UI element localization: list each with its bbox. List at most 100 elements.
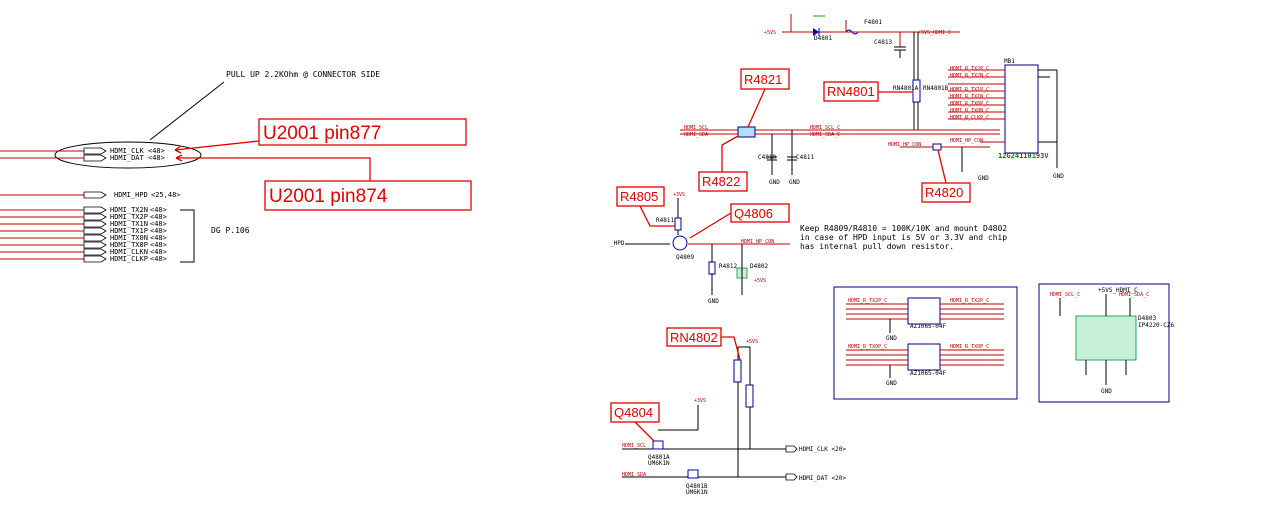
left-wires xyxy=(0,150,84,260)
chip-net-labels: HDMI_R_TX2P_C HDMI_R_TX2N_C HDMI_R_TX1P_… xyxy=(950,66,989,144)
esd-tmds-lines xyxy=(846,303,1004,366)
svg-text:HDMI_HP_CON: HDMI_HP_CON xyxy=(741,239,774,245)
u4800b-transistor xyxy=(687,469,699,479)
callout-r4820: R4820 xyxy=(925,185,963,200)
left-port-flags xyxy=(83,147,107,263)
port-label: HDMI_TX1N xyxy=(110,220,148,228)
svg-text:HDMI_R_TX1N_C: HDMI_R_TX1N_C xyxy=(950,94,989,100)
port-ref: <48> xyxy=(150,241,167,249)
esd-hdmi-scl-label: HDMI_SCL_C xyxy=(1050,292,1080,298)
svg-text:HDMI_SCL: HDMI_SCL xyxy=(622,443,646,449)
svg-text:F4801: F4801 xyxy=(864,19,882,26)
az-label-2: AZ1065-04F xyxy=(910,370,947,377)
port-ref: <48> xyxy=(150,206,167,214)
svg-text:GND: GND xyxy=(789,179,800,186)
esd-gnd-label: GND xyxy=(1101,388,1112,395)
svg-text:HDMI_R_CLKP_C: HDMI_R_CLKP_C xyxy=(950,115,989,121)
fuse-icon xyxy=(845,29,859,35)
svg-text:HDMI_R_TX2P_C: HDMI_R_TX2P_C xyxy=(848,298,887,304)
callout-rn4802: RN4802 xyxy=(670,330,718,345)
port-label: HDMI_TX0N xyxy=(110,234,148,242)
note-line-3: has internal pull down resistor. xyxy=(800,242,954,251)
az-label-1: AZ1065-04F xyxy=(910,323,947,330)
svg-text:+5VS: +5VS xyxy=(764,30,776,36)
esd-box-tmds: AZ1065-04F AZ1065-04F HDMI_R_TX2P_C HDMI… xyxy=(833,286,1018,400)
svg-text:HDMI_R_TX0P_C: HDMI_R_TX0P_C xyxy=(950,344,989,350)
rn4801-body xyxy=(912,79,921,103)
svg-text:HDMI_R_TX0N_C: HDMI_R_TX0N_C xyxy=(950,108,989,114)
u4800a-transistor xyxy=(652,440,664,450)
svg-text:HDMI_SDA: HDMI_SDA xyxy=(622,472,646,478)
svg-text:C4810: C4810 xyxy=(758,154,776,161)
port-ref: <48> xyxy=(150,213,167,221)
note-line-1: Keep R4809/R4810 = 100K/10K and mount D4… xyxy=(800,224,1007,233)
dg-bracket xyxy=(180,209,195,263)
port-label: HDMI_DAT xyxy=(110,154,145,162)
port-label: HDMI_CLKN xyxy=(110,248,148,256)
pullup-leader xyxy=(149,81,225,141)
r4821-r4822-body xyxy=(737,126,756,138)
ddc-lines-section: HDMI_SCL HDMI_SDA HDMI_SCL_C HDMI_SDA_C … xyxy=(680,68,1000,203)
callout-r4822: R4822 xyxy=(702,174,740,189)
svg-text:HDMI_R_TX1P_C: HDMI_R_TX1P_C xyxy=(950,87,989,93)
port-label: HDMI_CLKP xyxy=(110,255,148,263)
svg-text:+5VS: +5VS xyxy=(754,278,766,284)
svg-text:HDMI_R_TX0P_C: HDMI_R_TX0P_C xyxy=(848,344,887,350)
port-ref: <48> xyxy=(150,220,167,228)
u4800a-label: UM6K1N xyxy=(648,460,670,467)
svg-text:HDMI_SDA: HDMI_SDA xyxy=(684,132,708,138)
svg-text:Q4801A: Q4801A xyxy=(648,454,670,461)
hdmi-connector-chip xyxy=(1004,64,1039,154)
d4803-part: IP4220-CZ6 xyxy=(1138,322,1175,329)
port-label: HDMI_TX0P xyxy=(110,241,148,249)
q4806-transistor-icon xyxy=(672,235,688,251)
level-shifter-section: +5VS +3VS HDMI_SCL HDMI_SDA Q4801A UM6K1… xyxy=(610,327,846,496)
svg-text:HDMI_R_TX0P_C: HDMI_R_TX0P_C xyxy=(950,101,989,107)
top-power-section: +5VS +5VS_HDMI_C D4801 F4801 C4813 xyxy=(764,14,960,58)
svg-text:HDMI_SCL: HDMI_SCL xyxy=(684,125,708,131)
svg-text:HDMI_R_TX2N_C: HDMI_R_TX2N_C xyxy=(950,73,989,79)
port-label: HDMI_TX2P xyxy=(110,213,148,221)
svg-text:D4803: D4803 xyxy=(1138,315,1156,322)
callout-r4821: R4821 xyxy=(744,72,782,87)
left-port-labels: HDMI_CLK <48> HDMI_DAT <48> HDMI_HPD <25… xyxy=(110,147,181,263)
svg-text:+5VS: +5VS xyxy=(746,339,758,345)
plus3v-label: +3VS xyxy=(673,192,685,198)
svg-text:GND: GND xyxy=(886,380,897,387)
callout-q4804: Q4804 xyxy=(614,405,653,420)
port-ref: <48> xyxy=(150,227,167,235)
callout-u2001-pin877-leader xyxy=(174,140,260,151)
svg-text:D4801: D4801 xyxy=(814,35,832,42)
esd-hdmi-sda-label: HDMI_SDA_C xyxy=(1119,292,1149,298)
svg-text:GND: GND xyxy=(978,175,989,182)
svg-text:Q4801B: Q4801B xyxy=(686,483,708,490)
left-connector-section: PULL UP 2.2KOhm @ CONNECTOR SIDE xyxy=(0,70,472,263)
hdmi-dat-out-label: HDMI_DAT <20> xyxy=(799,475,846,482)
svg-text:MB1: MB1 xyxy=(1004,58,1015,65)
svg-text:RN4801A: RN4801A xyxy=(893,85,919,92)
svg-text:C4813: C4813 xyxy=(874,39,892,46)
svg-text:RN4801B: RN4801B xyxy=(923,85,949,92)
port-ref: <48> xyxy=(148,147,165,155)
svg-text:D4802: D4802 xyxy=(750,263,768,270)
hdmi-clk-out-label: HDMI_CLK <20> xyxy=(799,446,846,453)
arrow-head-icon xyxy=(174,145,182,154)
u4800b-label: UM6K1N xyxy=(686,489,708,496)
u4807-chip xyxy=(907,343,941,371)
port-ref: <48> xyxy=(148,154,165,162)
hdmi-hp-con-label: HDMI_HP_CON xyxy=(888,142,921,148)
chip-pin-lines xyxy=(948,69,1058,168)
callout-u2001-pin877-box xyxy=(258,118,467,146)
esd-plus5v-label: +5VS_HDMI_C xyxy=(1098,287,1138,294)
note-line-2: in case of HPD input is 5V or 3.3V and c… xyxy=(800,233,1007,242)
hpd-in-label: _HPD xyxy=(610,240,625,247)
esd-ddc-frame xyxy=(1038,283,1170,403)
svg-text:GND: GND xyxy=(708,298,719,305)
port-ref: <48> xyxy=(150,248,167,256)
clk-dat-highlight-ellipse xyxy=(54,141,202,169)
svg-text:HDMI_HP_CON: HDMI_HP_CON xyxy=(950,138,983,144)
callout-q4806: Q4806 xyxy=(734,206,773,221)
svg-text:C4811: C4811 xyxy=(796,154,814,161)
svg-text:HDMI_R_TX2P_C: HDMI_R_TX2P_C xyxy=(950,66,989,72)
